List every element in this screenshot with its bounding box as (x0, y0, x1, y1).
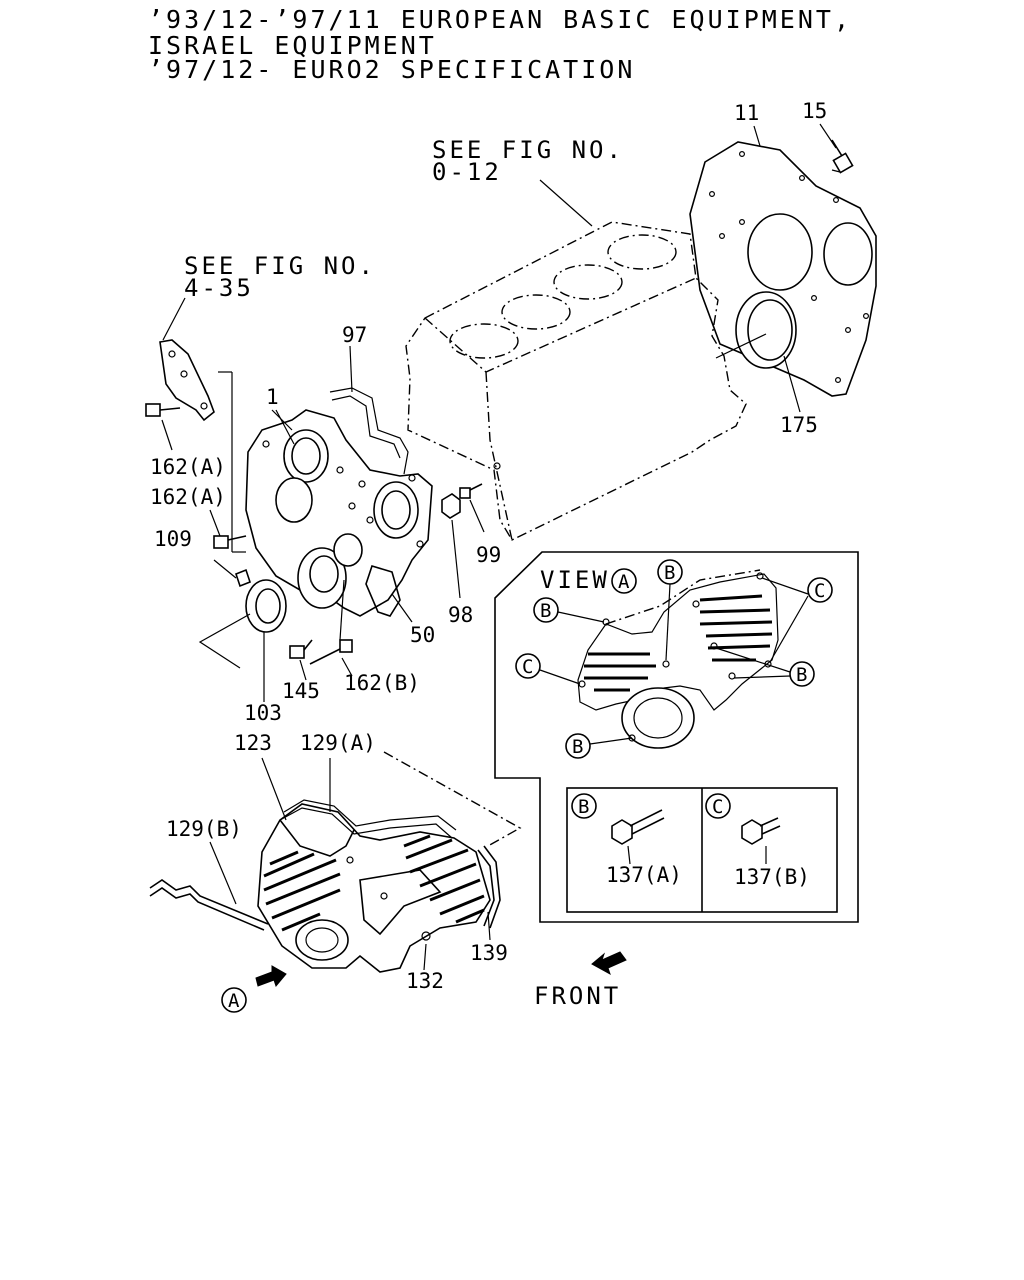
leader-line (753, 125, 761, 147)
label-97: 97 (342, 323, 367, 347)
reference-fig-4-35: SEE FIG NO. 4-35 (162, 252, 376, 341)
label-98: 98 (448, 603, 473, 627)
label-123: 123 (234, 731, 272, 755)
view-a-marker-c-right: C (761, 577, 833, 663)
view-a-ribs (584, 594, 773, 692)
label-129b: 129(B) (166, 817, 242, 841)
front-label: FRONT (534, 982, 621, 1010)
label-145: 145 (282, 679, 320, 703)
bolt-145 (289, 639, 313, 681)
svg-text:C: C (814, 580, 825, 602)
leader-line (423, 943, 427, 971)
view-a-marker-letter: A (228, 990, 240, 1012)
label-162a-upper: 162(A) (150, 455, 226, 479)
view-a-title: VIEW (540, 566, 610, 594)
svg-text:B: B (578, 796, 589, 818)
label-109: 109 (154, 527, 192, 551)
cover-ribs (263, 834, 485, 932)
reference-fig-4-35-label: SEE FIG NO. (184, 252, 376, 280)
bolt-legend-b: B (571, 793, 665, 865)
part-labels: 11 15 175 97 1 162(A) 162(A) 109 99 98 5… (150, 99, 837, 993)
label-11: 11 (734, 101, 759, 125)
label-103: 103 (244, 701, 282, 725)
gasket (329, 345, 409, 475)
svg-text:B: B (540, 600, 551, 622)
header-text: ’93/12-’97/11 EUROPEAN BASIC EQUIPMENT, … (148, 5, 852, 84)
header-line-1: ’93/12-’97/11 EUROPEAN BASIC EQUIPMENT, (148, 5, 852, 34)
label-137b: 137(B) (734, 865, 810, 889)
view-a-frame (494, 551, 859, 923)
view-a-marker-b-top: B (657, 559, 683, 661)
gasket-129a (279, 751, 522, 847)
reference-fig-0-12-number: 0-12 (432, 158, 502, 186)
leader-line (539, 179, 593, 227)
svg-text:B: B (796, 664, 807, 686)
label-162b: 162(B) (344, 671, 420, 695)
reference-fig-4-35-number: 4-35 (184, 274, 254, 302)
bolt-162a-lower (209, 509, 247, 549)
cylinder-block (405, 221, 747, 541)
leader-line (261, 757, 287, 821)
front-indicator: FRONT (534, 951, 627, 1010)
view-a-marker-b-bottom: B (565, 733, 633, 759)
svg-text:C: C (712, 796, 723, 818)
reference-fig-0-12-label: SEE FIG NO. (432, 136, 624, 164)
rear-plate (689, 141, 877, 397)
part-99 (459, 483, 485, 533)
label-162a-lower: 162(A) (150, 485, 226, 509)
part-50 (365, 565, 413, 623)
header-line-3: ’97/12- EURO2 SPECIFICATION (148, 55, 635, 84)
svg-text:B: B (664, 562, 675, 584)
view-a-marker (221, 987, 247, 1013)
part-98 (441, 493, 461, 599)
label-139: 139 (470, 941, 508, 965)
svg-text:C: C (522, 656, 533, 678)
view-a-title-mark: A (618, 571, 630, 593)
label-99: 99 (476, 543, 501, 567)
front-oil-seal (198, 579, 287, 702)
view-a-panel: VIEW A B (494, 551, 859, 923)
view-a-marker-b-right: B (715, 647, 815, 687)
view-a-marker-c-left: C (515, 653, 581, 685)
svg-text:B: B (572, 736, 583, 758)
bolt-15 (831, 139, 854, 174)
view-a-marker-b-left: B (533, 597, 605, 623)
bolt-legend-c: C (705, 793, 781, 864)
part-129b (149, 841, 269, 931)
label-129a: 129(A) (300, 731, 376, 755)
label-50: 50 (410, 623, 435, 647)
label-175: 175 (780, 413, 818, 437)
reference-fig-0-12: SEE FIG NO. 0-12 (432, 136, 624, 227)
rear-oil-seal (715, 291, 801, 413)
part-109 (213, 559, 251, 588)
label-15: 15 (802, 99, 827, 123)
label-1: 1 (266, 385, 279, 409)
label-132: 132 (406, 969, 444, 993)
leader-line (819, 123, 837, 149)
bracket (159, 339, 215, 422)
timing-cover (257, 803, 491, 973)
timing-gear-case (245, 409, 433, 617)
view-a-arrow: A (221, 965, 287, 1013)
header-line-2: ISRAEL EQUIPMENT (148, 31, 437, 60)
gasket-139 (477, 845, 501, 941)
leader-line (275, 409, 295, 445)
bolt-162a-upper (145, 403, 181, 451)
leader-line (162, 297, 186, 341)
seal-plate (297, 533, 363, 609)
bolt-162b (309, 579, 353, 677)
label-137a: 137(A) (606, 863, 682, 887)
